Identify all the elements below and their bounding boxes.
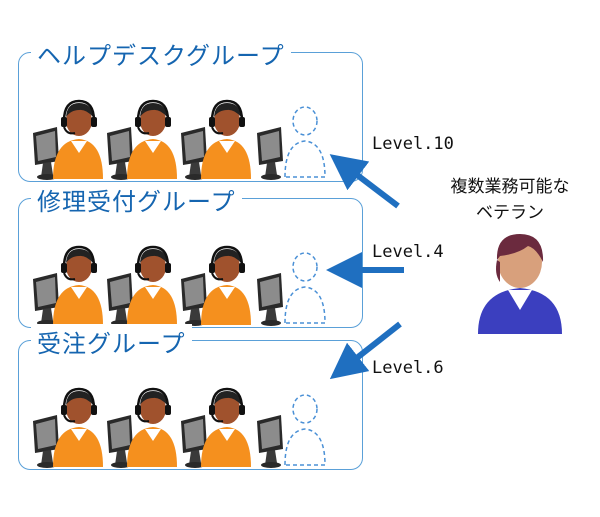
agent-icon (105, 237, 181, 327)
group-helpdesk: ヘルプデスクグループ (18, 36, 363, 182)
veteran-label-line1: 複数業務可能な (450, 177, 570, 197)
veteran-label-line2: ベテラン (476, 203, 544, 223)
agent-row (31, 91, 361, 181)
agent-icon (105, 379, 181, 469)
agent-icon (31, 379, 107, 469)
veteran-person-icon (470, 226, 570, 336)
vacant-seat-icon (255, 379, 331, 469)
level-label-helpdesk: Level.10 (372, 134, 454, 154)
group-title: ヘルプデスクグループ (31, 36, 291, 71)
agent-icon (179, 379, 255, 469)
group-repair-reception: 修理受付グループ (18, 182, 363, 328)
level-label-repair: Level.4 (372, 242, 444, 262)
veteran-label: 複数業務可能な ベテラン (430, 174, 590, 226)
agent-icon (179, 91, 255, 181)
vacant-seat-icon (255, 91, 331, 181)
group-order-receiving: 受注グループ (18, 324, 363, 470)
group-title: 受注グループ (31, 324, 192, 359)
agent-row (31, 379, 361, 469)
agent-icon (179, 237, 255, 327)
group-title: 修理受付グループ (31, 182, 242, 217)
vacant-seat-icon (255, 237, 331, 327)
level-label-order: Level.6 (372, 358, 444, 378)
agent-row (31, 237, 361, 327)
agent-icon (31, 91, 107, 181)
agent-icon (105, 91, 181, 181)
agent-icon (31, 237, 107, 327)
